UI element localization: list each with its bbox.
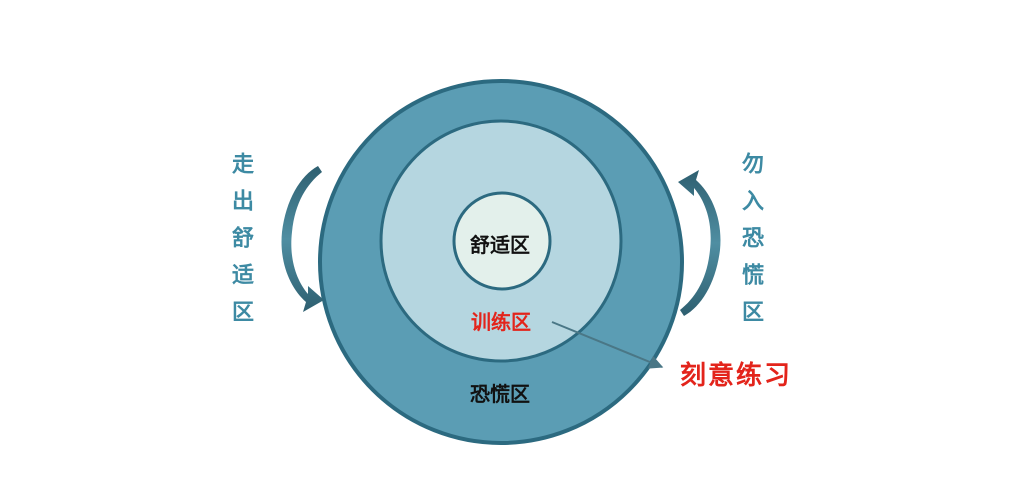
- left-curved-arrow: [281, 166, 324, 312]
- right-curved-arrow: [678, 170, 721, 316]
- avoid-panic-zone-text: 勿入恐慌区: [738, 152, 763, 337]
- comfort-zone-circle: [452, 191, 552, 291]
- leave-comfort-zone-text: 走出舒适区: [228, 152, 253, 337]
- comfort-zone-label: 舒适区: [470, 233, 530, 257]
- training-zone-label: 训练区: [471, 310, 531, 334]
- callout-pointer-arrow: [551, 321, 664, 369]
- panic-zone-label: 恐慌区: [470, 382, 530, 406]
- deliberate-practice-callout: 刻意练习: [680, 361, 793, 391]
